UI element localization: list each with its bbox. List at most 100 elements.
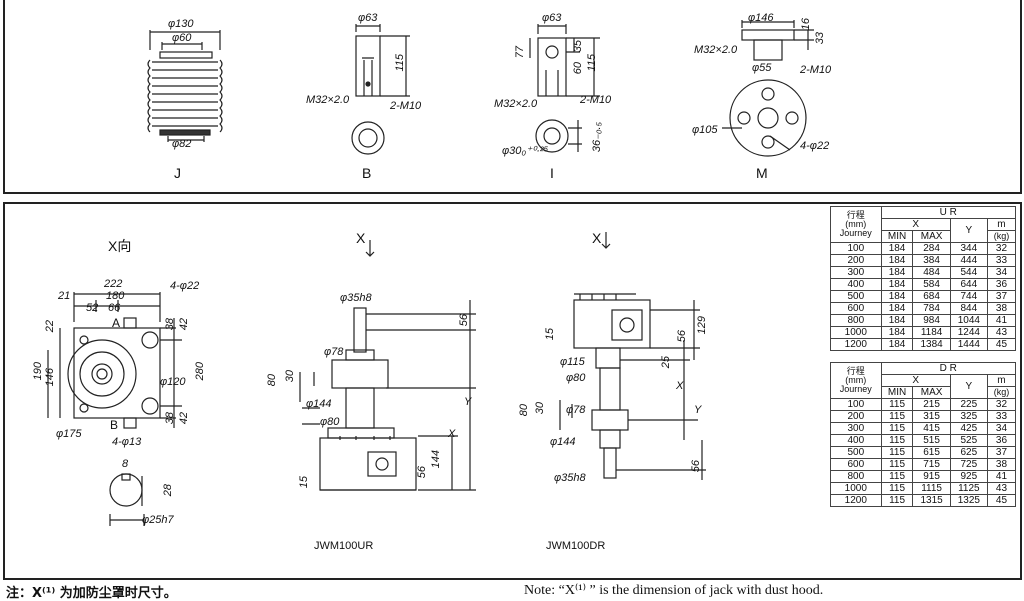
x-w5: 66: [108, 302, 121, 314]
dr-h56: 56: [676, 330, 688, 343]
table-cell: 38: [986, 458, 1017, 471]
x-key: 8: [122, 458, 129, 470]
ur-group-label: U R: [880, 206, 1017, 219]
i-key-label: 36₋₀.₅: [591, 122, 603, 153]
ur-h56: 56: [416, 466, 428, 479]
ur-h80: 80: [266, 374, 278, 387]
table-cell: 43: [986, 482, 1017, 495]
dr-max-header: MAX: [912, 386, 951, 399]
ur-x-header: X: [880, 218, 951, 231]
table-cell: 100: [830, 398, 882, 411]
table-cell: 184: [880, 314, 914, 327]
table-cell: 600: [830, 458, 882, 471]
table-cell: 415: [912, 422, 951, 435]
table-cell: 184: [880, 338, 914, 351]
table-cell: 400: [830, 434, 882, 447]
x-r3: 38: [164, 412, 176, 425]
table-cell: 1184: [912, 326, 951, 339]
i-h4-label: 115: [586, 54, 598, 72]
dr-head-stroke: 行程 (mm) Journey: [830, 362, 882, 399]
m-caption: M: [756, 165, 768, 181]
x-holes2: 4-φ13: [112, 436, 142, 448]
dr-d115: φ115: [560, 356, 585, 368]
table-cell: 215: [912, 398, 951, 411]
dr-m-header: m: [986, 374, 1017, 387]
m-holes-label: 4-φ22: [800, 140, 830, 152]
dr-x-header: X: [880, 374, 951, 387]
table-cell: 1244: [949, 326, 988, 339]
table-cell: 200: [830, 410, 882, 423]
dr-d80: φ80: [566, 372, 586, 384]
table-cell: 744: [949, 290, 988, 303]
m-d2-label: 16: [800, 18, 812, 31]
i-screw-label: 2-M10: [580, 94, 612, 106]
table-cell: 715: [912, 458, 951, 471]
jwm100ur-drawing: [299, 240, 476, 491]
x-mark-b: B: [110, 418, 119, 432]
j-d3-label: φ82: [172, 138, 192, 150]
m-d3-label: 33: [814, 32, 826, 45]
table-cell: 115: [880, 470, 914, 483]
table-cell: 400: [830, 278, 882, 291]
dr-h30: 30: [534, 402, 546, 415]
ur-m-header: m: [986, 218, 1017, 231]
dr-min-header: MIN: [880, 386, 914, 399]
note-english: Note: “X⁽¹⁾ ” is the dimension of jack w…: [524, 583, 824, 598]
table-cell: 43: [986, 326, 1017, 339]
dr-kg-header: (kg): [986, 386, 1017, 399]
table-cell: 544: [949, 266, 988, 279]
table-cell: 615: [912, 446, 951, 459]
dr-caption: JWM100DR: [546, 540, 606, 552]
b-screw-label: 2-M10: [390, 100, 422, 112]
table-cell: 300: [830, 266, 882, 279]
x-mark-a: A: [112, 316, 121, 330]
x-h1: 22: [44, 320, 56, 333]
table-cell: 800: [830, 470, 882, 483]
table-cell: 844: [949, 302, 988, 315]
x-shaft: φ25h7: [142, 514, 174, 526]
table-cell: 33: [986, 410, 1017, 423]
table-cell: 1125: [949, 482, 988, 495]
table-cell: 184: [880, 242, 914, 255]
table-cell: 37: [986, 290, 1017, 303]
ur-tip: φ35h8: [340, 292, 372, 304]
ur-head-stroke: 行程 (mm) Journey: [830, 206, 882, 243]
ur-spec-table: 行程 (mm) Journey U R X Y m MIN MAX (kg) 1…: [830, 206, 1017, 351]
x-holes: 4-φ22: [170, 280, 200, 292]
table-cell: 200: [830, 254, 882, 267]
flange-m-drawing: [722, 20, 814, 157]
table-cell: 925: [949, 470, 988, 483]
table-cell: 1200: [830, 338, 882, 351]
ur-y: Y: [464, 396, 472, 408]
m-d1-label: φ146: [748, 12, 774, 24]
table-cell: 184: [880, 302, 914, 315]
ur-x-arrow-label: X: [356, 230, 366, 246]
table-cell: 584: [912, 278, 951, 291]
table-cell: 45: [986, 494, 1017, 507]
dr-h129: 129: [696, 316, 708, 335]
table-cell: 425: [949, 422, 988, 435]
x-r2: 42: [178, 318, 190, 331]
x-d2: φ175: [56, 428, 82, 440]
table-cell: 484: [912, 266, 951, 279]
table-cell: 800: [830, 314, 882, 327]
top-panel-frame: [3, 0, 1022, 194]
table-cell: 32: [986, 242, 1017, 255]
table-cell: 41: [986, 470, 1017, 483]
table-cell: 500: [830, 290, 882, 303]
x-w4: 52: [86, 302, 99, 314]
x-w3: 21: [58, 290, 71, 302]
ur-kg-header: (kg): [986, 230, 1017, 243]
